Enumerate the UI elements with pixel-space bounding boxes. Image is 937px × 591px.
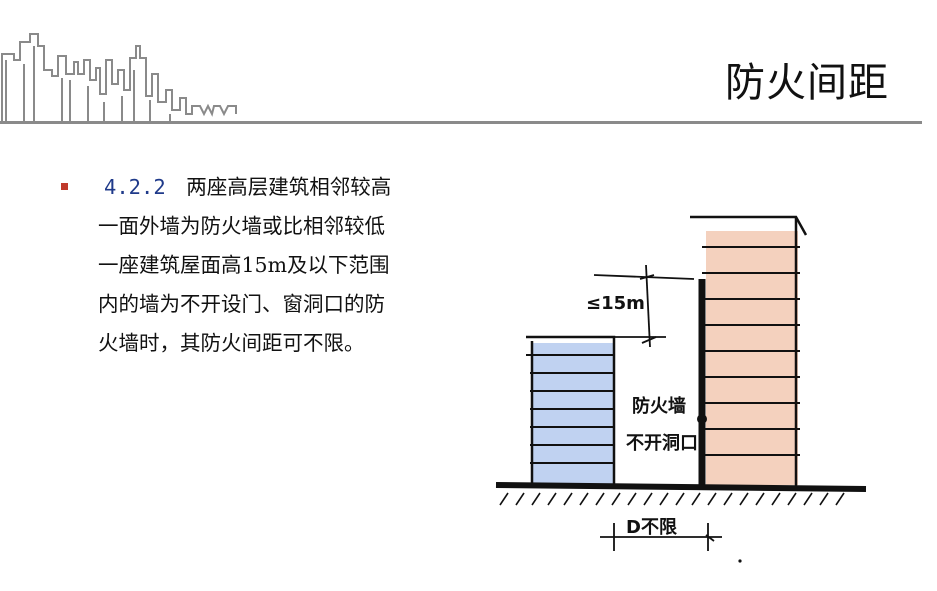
no-opening-label: 不开洞口 <box>626 433 698 454</box>
high-building <box>690 215 808 487</box>
distance-label: D不限 <box>626 517 678 538</box>
low-building <box>526 335 616 487</box>
paragraph-line-4: 内的墙为不开设门、窗洞口的防 <box>98 292 385 316</box>
page-title: 防火间距 <box>725 60 889 106</box>
distance-dimension <box>600 523 722 551</box>
firewall-diagram: ≤15m 防火墙 不开洞口 D不限 <box>495 215 867 563</box>
height-dimension <box>593 264 695 348</box>
title-divider <box>0 121 922 124</box>
paragraph-line-2: 一面外墙为防火墙或比相邻较低 <box>98 214 385 238</box>
paragraph-line-1: 4.2.2 两座高层建筑相邻较高 <box>98 168 468 207</box>
wall-label: 防火墙 <box>632 395 686 417</box>
skyline-logo <box>1 33 237 122</box>
clause-number: 4.2.2 <box>104 175 166 199</box>
ground-line <box>495 482 867 506</box>
paragraph-line-1-text: 两座高层建筑相邻较高 <box>186 175 392 199</box>
bullet-marker-icon <box>61 183 68 190</box>
clause-paragraph: 4.2.2 两座高层建筑相邻较高 一面外墙为防火墙或比相邻较低 一座建筑屋面高1… <box>98 168 468 363</box>
paragraph-line-5: 火墙时，其防火间距可不限。 <box>98 331 365 355</box>
paragraph-line-3: 一座建筑屋面高15m及以下范围 <box>98 253 390 277</box>
height-label: ≤15m <box>586 293 645 314</box>
